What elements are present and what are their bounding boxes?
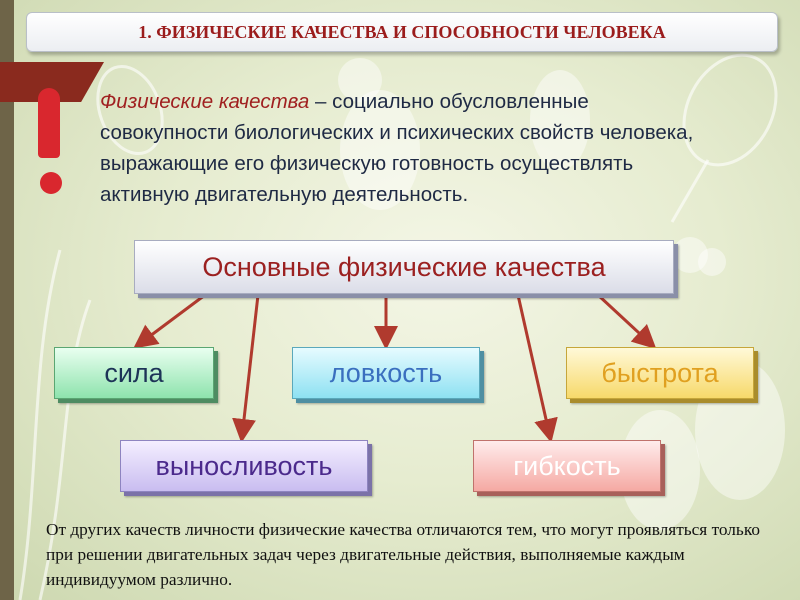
- quality-box-gibkost: гибкость: [473, 440, 661, 492]
- exclamation-dot: [40, 172, 62, 194]
- main-qualities-box: Основные физические качества: [134, 240, 674, 294]
- quality-box-vynoslivost: выносливость: [120, 440, 368, 492]
- exclamation-mark-icon: [38, 88, 60, 158]
- quality-box-lovkost: ловкость: [292, 347, 480, 399]
- definition-text: Физические качества – социально обусловл…: [100, 86, 720, 210]
- arrow-to-bystrota: [596, 293, 657, 350]
- arrow-to-vynoslivost: [232, 294, 260, 443]
- footnote-text: От других качеств личности физические ка…: [46, 520, 760, 589]
- arrow-to-gibkost: [516, 294, 558, 443]
- quality-box-sila: сила: [54, 347, 214, 399]
- definition-term: Физические качества: [100, 90, 310, 113]
- left-accent-bar: [0, 0, 14, 600]
- arrow-to-sila: [133, 293, 206, 349]
- quality-box-bystrota: быстрота: [566, 347, 754, 399]
- slide-title-bar: 1. ФИЗИЧЕСКИЕ КАЧЕСТВА И СПОСОБНОСТИ ЧЕЛ…: [26, 12, 778, 52]
- definition-body: – социально обусловленные совокупности б…: [100, 90, 694, 206]
- slide-title: 1. ФИЗИЧЕСКИЕ КАЧЕСТВА И СПОСОБНОСТИ ЧЕЛ…: [138, 21, 666, 42]
